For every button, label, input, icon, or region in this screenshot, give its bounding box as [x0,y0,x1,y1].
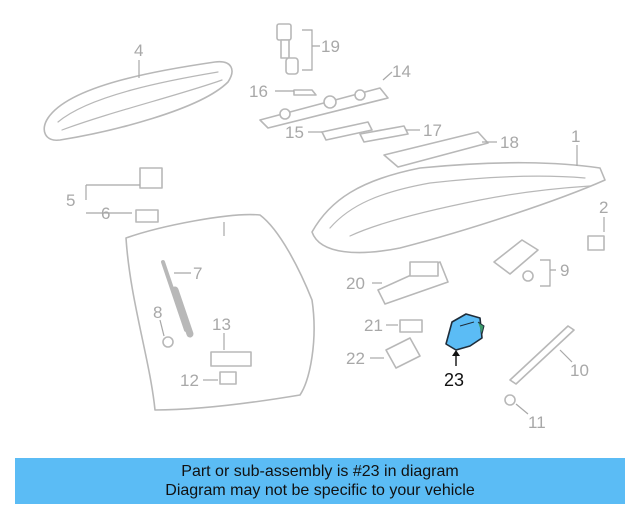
callout-1: 1 [571,127,580,146]
part-23-highlighted [445,313,485,351]
callout-18: 18 [500,133,519,152]
part-7-strut [161,260,194,338]
callout-21: 21 [364,316,383,335]
part-2 [587,235,605,251]
callout-9: 9 [560,261,569,280]
callout-23: 23 [444,370,464,390]
part-18 [383,131,489,168]
part-19-lock [276,23,299,75]
part-21 [399,319,423,333]
part-4-glass [43,60,233,141]
callout-20: 20 [346,274,365,293]
part-11 [504,394,516,406]
part-12 [219,371,237,385]
part-15 [321,121,373,141]
callout-13: 13 [212,315,231,334]
part-10-rod [509,325,575,385]
callout-14: 14 [392,62,411,81]
part-20-latch [377,261,449,305]
part-17 [359,125,409,143]
part-14-bar [259,87,389,129]
callout-12: 12 [180,371,199,390]
callout-19: 19 [321,37,340,56]
banner-line-1: Part or sub-assembly is #23 in diagram [181,463,459,480]
part-8 [162,336,174,348]
part-22 [385,337,421,369]
weatherstrip-seal [125,213,315,411]
callout-7: 7 [193,264,202,283]
callout-10: 10 [570,361,589,380]
banner-line-2: Diagram may not be specific to your vehi… [165,482,475,499]
callout-17: 17 [423,121,442,140]
callout-6: 6 [101,204,110,223]
info-banner: Part or sub-assembly is #23 in diagram D… [15,458,625,504]
part-9 [493,239,539,282]
callout-4: 4 [134,41,143,60]
parts-diagram: 4 19 16 14 15 17 18 1 2 5 [43,23,608,432]
callout-2: 2 [599,198,608,217]
part-13 [210,351,252,367]
callout-11: 11 [528,413,546,432]
part-6 [135,209,159,223]
callout-15: 15 [285,123,304,142]
part-5 [139,167,163,189]
callout-22: 22 [346,349,365,368]
part-1-liftgate [311,161,606,254]
callout-5: 5 [66,191,75,210]
part-16 [293,89,317,96]
callout-16: 16 [249,82,268,101]
callout-8: 8 [153,303,162,322]
